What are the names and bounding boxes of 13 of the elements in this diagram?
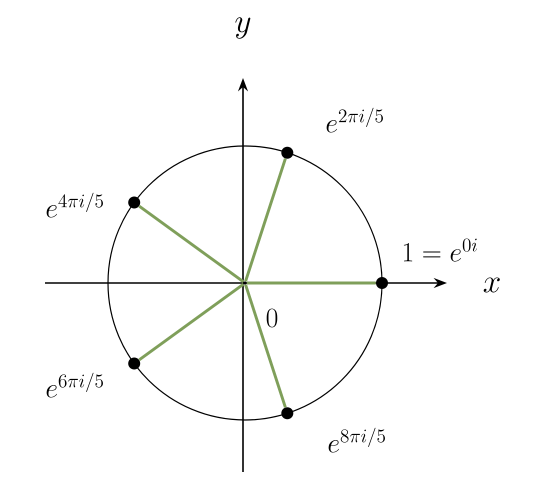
line-segment bbox=[244, 284, 287, 408]
root-label: $e^{4\pi i/5}$ bbox=[46, 192, 103, 218]
line-segment bbox=[138, 205, 244, 284]
line-segment bbox=[138, 282, 244, 361]
axis-label: $y$ bbox=[235, 17, 250, 39]
axis-label: $x$ bbox=[484, 278, 500, 292]
root-label: $0$ bbox=[266, 308, 278, 328]
line-segment bbox=[246, 282, 376, 284]
root-label: $e^{2\pi i/5}$ bbox=[326, 108, 383, 132]
root-label: $e^{6\pi i/5}$ bbox=[46, 372, 103, 398]
root-label: $1 = e^{0i}$ bbox=[404, 238, 477, 262]
root-label: $e^{8\pi i/5}$ bbox=[328, 428, 385, 452]
line-segment bbox=[244, 158, 287, 282]
